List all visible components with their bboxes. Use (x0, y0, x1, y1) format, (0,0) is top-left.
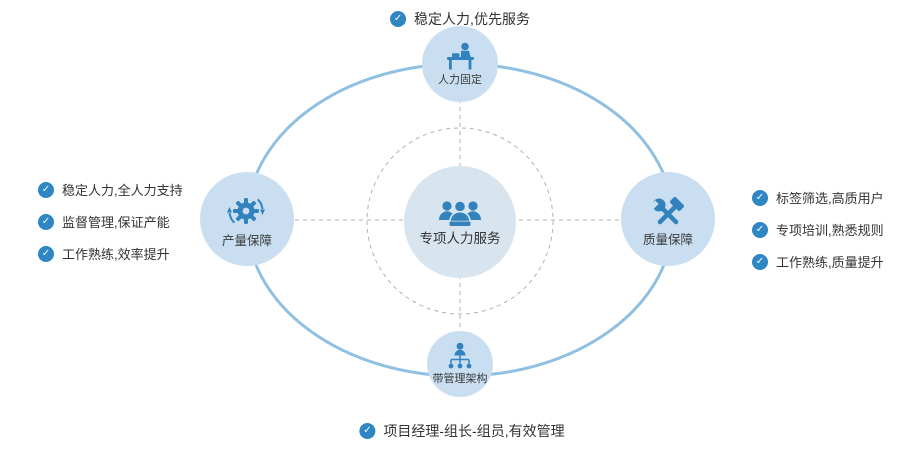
center-node: 专项人力服务 (404, 166, 516, 278)
point-text: 工作熟练,效率提升 (62, 247, 170, 262)
check-icon: ✓ (38, 245, 54, 262)
wrench-hammer-icon (649, 196, 684, 224)
center-node-label: 专项人力服务 (419, 231, 501, 247)
top-note: ✓ 稳定人力,优先服务 (390, 9, 530, 29)
top-node-label: 人力固定 (438, 74, 482, 87)
org-structure-icon (448, 343, 472, 369)
left-node: 产量保障 (200, 172, 294, 266)
right-node: 质量保障 (621, 172, 715, 266)
check-icon: ✓ (38, 181, 54, 198)
check-icon: ✓ (752, 253, 768, 270)
bottom-node-label: 带管理架构 (432, 373, 488, 386)
check-icon: ✓ (752, 221, 768, 238)
list-item: ✓ 工作熟练,效率提升 (38, 244, 183, 263)
bottom-note-text: 项目经理-组长-组员,有效管理 (383, 423, 565, 439)
check-icon: ✓ (752, 189, 768, 206)
top-note-text: 稳定人力,优先服务 (414, 11, 530, 27)
top-node: 人力固定 (422, 26, 498, 102)
point-text: 标签筛选,高质用户 (776, 191, 884, 206)
point-text: 稳定人力,全人力支持 (62, 183, 183, 198)
dashed-circle (366, 127, 554, 315)
point-text: 专项培训,熟悉规则 (776, 223, 884, 238)
list-item: ✓ 监督管理,保证产能 (38, 212, 183, 231)
list-item: ✓ 稳定人力,全人力支持 (38, 180, 183, 199)
bottom-note: ✓ 项目经理-组长-组员,有效管理 (359, 421, 565, 441)
right-node-label: 质量保障 (642, 232, 693, 247)
list-item: ✓ 工作熟练,质量提升 (752, 252, 884, 271)
check-icon: ✓ (390, 11, 407, 27)
bottom-node: 带管理架构 (427, 331, 493, 397)
check-icon: ✓ (38, 213, 54, 230)
point-text: 监督管理,保证产能 (62, 215, 170, 230)
left-node-label: 产量保障 (221, 233, 272, 248)
list-item: ✓ 专项培训,熟悉规则 (752, 220, 884, 239)
check-icon: ✓ (359, 423, 376, 439)
left-point-list: ✓ 稳定人力,全人力支持 ✓ 监督管理,保证产能 ✓ 工作熟练,效率提升 (38, 180, 183, 263)
point-text: 工作熟练,质量提升 (776, 255, 884, 270)
gear-sync-icon (227, 197, 265, 224)
person-at-desk-icon (447, 43, 474, 70)
people-group-icon (439, 200, 481, 227)
list-item: ✓ 标签筛选,高质用户 (752, 188, 884, 207)
right-point-list: ✓ 标签筛选,高质用户 ✓ 专项培训,熟悉规则 ✓ 工作熟练,质量提升 (752, 188, 884, 271)
